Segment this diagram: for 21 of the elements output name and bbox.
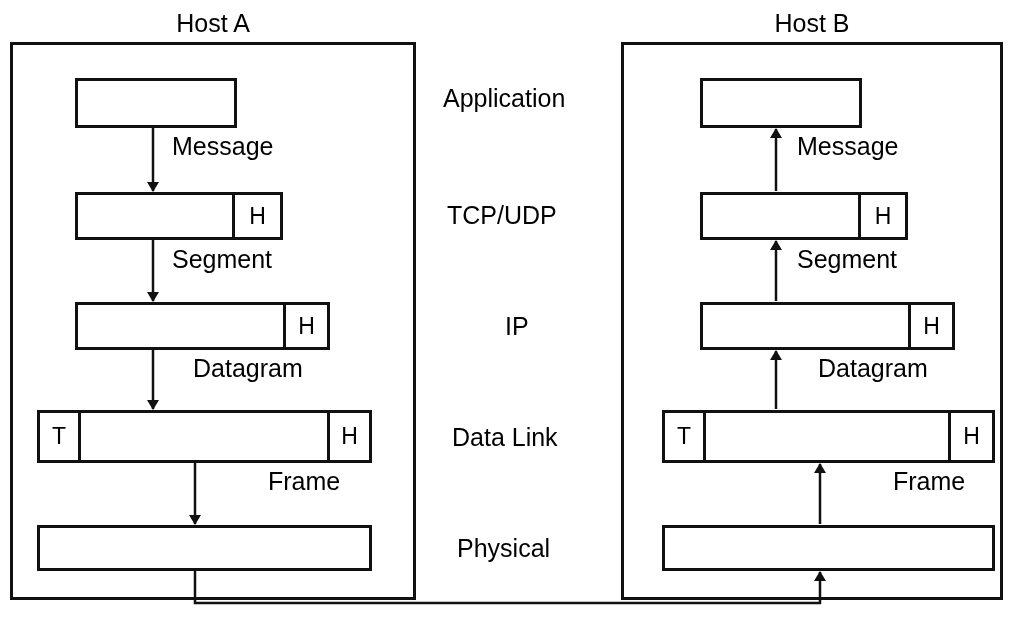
arrow xyxy=(814,463,826,524)
packet-bar xyxy=(662,410,995,463)
packet-bar xyxy=(700,302,955,350)
arrow xyxy=(147,128,159,192)
packet-bar xyxy=(75,78,237,128)
arrow xyxy=(189,463,201,525)
arrow xyxy=(770,350,782,409)
host-label: Host B xyxy=(773,8,851,38)
host-label: Host A xyxy=(175,8,251,38)
arrow xyxy=(770,128,782,191)
arrow xyxy=(147,240,159,302)
arrow xyxy=(770,240,782,301)
packet-bar xyxy=(700,192,908,240)
packet-bar xyxy=(75,192,283,240)
packet-bar xyxy=(37,410,372,463)
packet-bar xyxy=(662,525,995,571)
packet-bar xyxy=(37,525,372,571)
arrow xyxy=(147,350,159,410)
arrow xyxy=(193,571,826,605)
packet-bar xyxy=(700,78,862,128)
packet-bar xyxy=(75,302,330,350)
